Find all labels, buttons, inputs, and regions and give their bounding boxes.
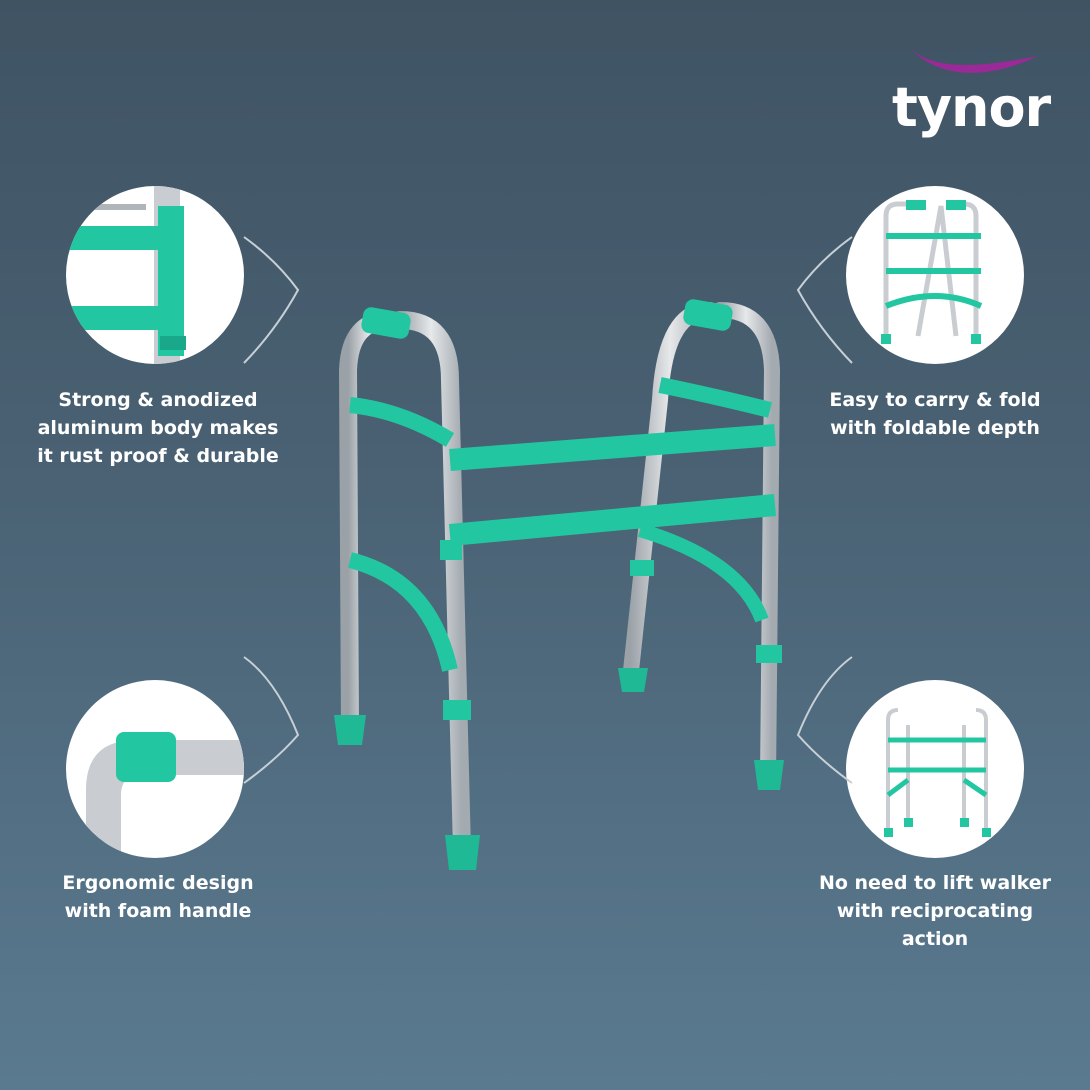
folded-walker-icon [881,200,983,344]
walker-frame-icon [334,299,784,870]
feature-caption-foam-handle: Ergonomic design with foam handle [62,872,254,922]
bracket-right-icon [243,656,300,784]
bracket-right-icon [243,236,300,364]
brand-logo: tynor [890,40,1060,140]
feature-caption-reciprocating: No need to lift walker with reciprocatin… [818,872,1052,950]
feature-caption-anodized-body: Strong & anodized aluminum body makes it… [37,389,279,467]
feature-image-foam-handle [66,680,244,858]
frame-joint-closeup-icon [66,186,186,364]
logo-swoosh-icon [908,46,1038,73]
bracket-left-icon [796,656,853,784]
feature-image-foldable [846,186,1024,364]
feature-image-reciprocating [846,680,1024,858]
feature-image-anodized-body [66,186,244,364]
bracket-left-icon [796,236,853,364]
foam-handle-closeup-icon [86,732,244,858]
brand-name: tynor [892,76,1051,139]
feature-caption-foldable: Easy to carry & fold with foldable depth [829,389,1041,439]
reciprocating-walker-icon [884,708,991,837]
